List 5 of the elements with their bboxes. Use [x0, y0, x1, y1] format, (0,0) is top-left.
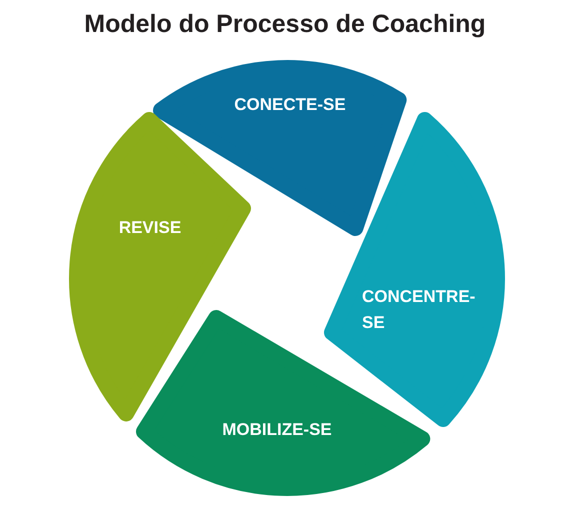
segment-label: MOBILIZE-SE [221, 419, 333, 441]
segment-label: REVISE [118, 216, 182, 239]
title: Modelo do Processo de Coaching [83, 9, 487, 40]
segment-label: CONECTE-SE [233, 94, 347, 116]
segment-label: CONCENTRE-SE [362, 286, 474, 334]
